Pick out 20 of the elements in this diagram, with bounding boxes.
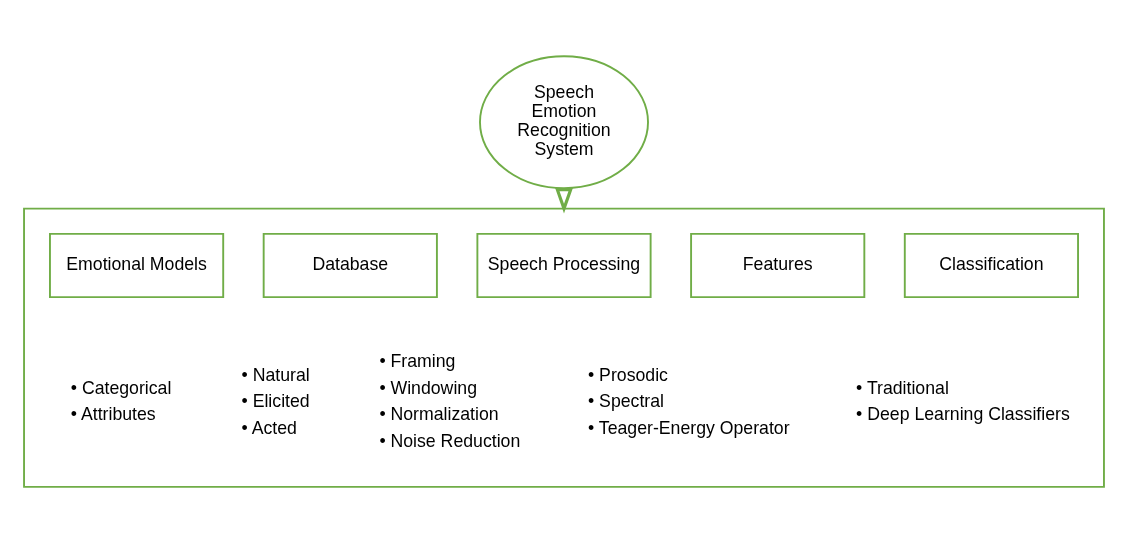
node-label: • Noise Reduction (379, 430, 521, 451)
node-label: • Deep Learning Classifiers (856, 404, 1070, 425)
node-label: • Acted (241, 417, 297, 438)
node-label: • Elicited (241, 391, 310, 412)
node-label: • Normalization (379, 404, 499, 425)
node-label: • Categorical (70, 377, 172, 398)
node-label: • Prosodic (588, 364, 668, 385)
node-box: Emotional Models (49, 232, 225, 299)
node-box: Speech Processing (476, 232, 652, 299)
node-label: • Natural (241, 364, 310, 385)
node-label: • Spectral (588, 391, 665, 412)
node-label: • Windowing (379, 377, 477, 398)
cluster (23, 207, 1105, 488)
node-box: Features (690, 232, 866, 299)
node-box: Classification (903, 232, 1079, 299)
node-label: • Attributes (70, 404, 156, 425)
node-label: • Teager-Energy Operator (588, 417, 790, 438)
node-box: Database (262, 232, 438, 299)
node-label: • Traditional (856, 377, 949, 398)
node-label: • Framing (379, 350, 456, 371)
